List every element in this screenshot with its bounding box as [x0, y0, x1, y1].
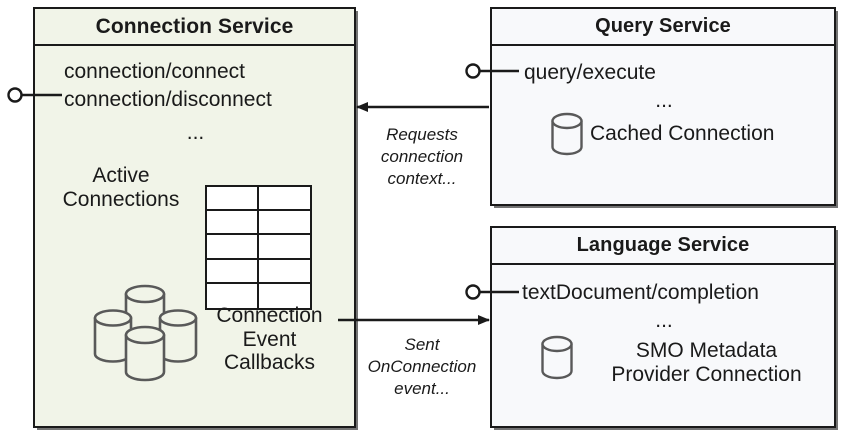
cached-connection-database-icon	[550, 112, 584, 156]
table-cell	[258, 235, 310, 260]
table-cell	[258, 260, 310, 284]
table-cell	[258, 187, 310, 212]
table-cell	[258, 211, 310, 236]
table-cell	[207, 211, 259, 236]
active-connections-label-line1: Active	[92, 164, 150, 187]
cached-connection-label: Cached Connection	[590, 122, 775, 145]
callbacks-label-line1: Connection	[216, 304, 323, 327]
table-cell	[207, 259, 259, 284]
endpoint-query-execute: query/execute	[524, 61, 656, 84]
callbacks-label-line2: Event	[242, 327, 297, 351]
sent-label-line3: event...	[394, 378, 450, 398]
component-language-service[interactable]: Language Service textDocument/completion…	[490, 226, 836, 428]
smo-metadata-provider-database-icon	[540, 335, 574, 381]
endpoint-connection-disconnect: connection/disconnect	[64, 88, 272, 111]
component-query-service[interactable]: Query Service query/execute ... Cached C…	[490, 7, 836, 206]
connection-service-title: Connection Service	[35, 9, 354, 46]
query-service-ellipsis: ...	[655, 89, 673, 112]
requests-label-line1: Requests	[386, 125, 458, 144]
language-service-ellipsis: ...	[655, 309, 673, 332]
connector-label-requests-connection-context: Requests connection context...	[358, 124, 486, 189]
smo-metadata-provider-label: SMO Metadata Provider Connection	[584, 339, 829, 386]
sent-label-line1: Sent	[404, 335, 440, 354]
table-cell	[207, 283, 259, 308]
connection-event-callbacks-table	[205, 185, 312, 310]
language-service-body: textDocument/completion ... SMO Metadata…	[492, 265, 834, 426]
table-cell	[207, 235, 259, 260]
smo-label-line2: Provider Connection	[611, 362, 802, 386]
sent-label-line2: OnConnection	[367, 356, 477, 376]
language-service-title: Language Service	[492, 228, 834, 265]
query-service-body: query/execute ... Cached Connection	[492, 46, 834, 204]
connector-label-sent-onconnection-event: Sent OnConnection event...	[358, 334, 486, 399]
connection-service-ellipsis: ...	[186, 121, 205, 144]
active-connections-label: Active Connections	[51, 164, 191, 211]
connection-service-body: connection/connect connection/disconnect…	[35, 46, 354, 426]
connection-event-callbacks-label: Connection Event Callbacks	[187, 304, 352, 375]
component-connection-service[interactable]: Connection Service connection/connect co…	[33, 7, 356, 428]
active-connections-label-line2: Connections	[62, 187, 180, 211]
endpoint-textdocument-completion: textDocument/completion	[522, 281, 759, 304]
query-service-title: Query Service	[492, 9, 834, 46]
endpoint-connection-connect: connection/connect	[64, 60, 245, 83]
smo-label-line1: SMO Metadata	[635, 339, 778, 362]
active-connections-cylinder-cluster-icon	[85, 277, 210, 385]
table-cell	[207, 187, 259, 212]
requests-label-line2: connection	[380, 146, 464, 166]
requests-label-line3: context...	[387, 168, 457, 188]
callbacks-label-line3: Callbacks	[223, 351, 316, 375]
